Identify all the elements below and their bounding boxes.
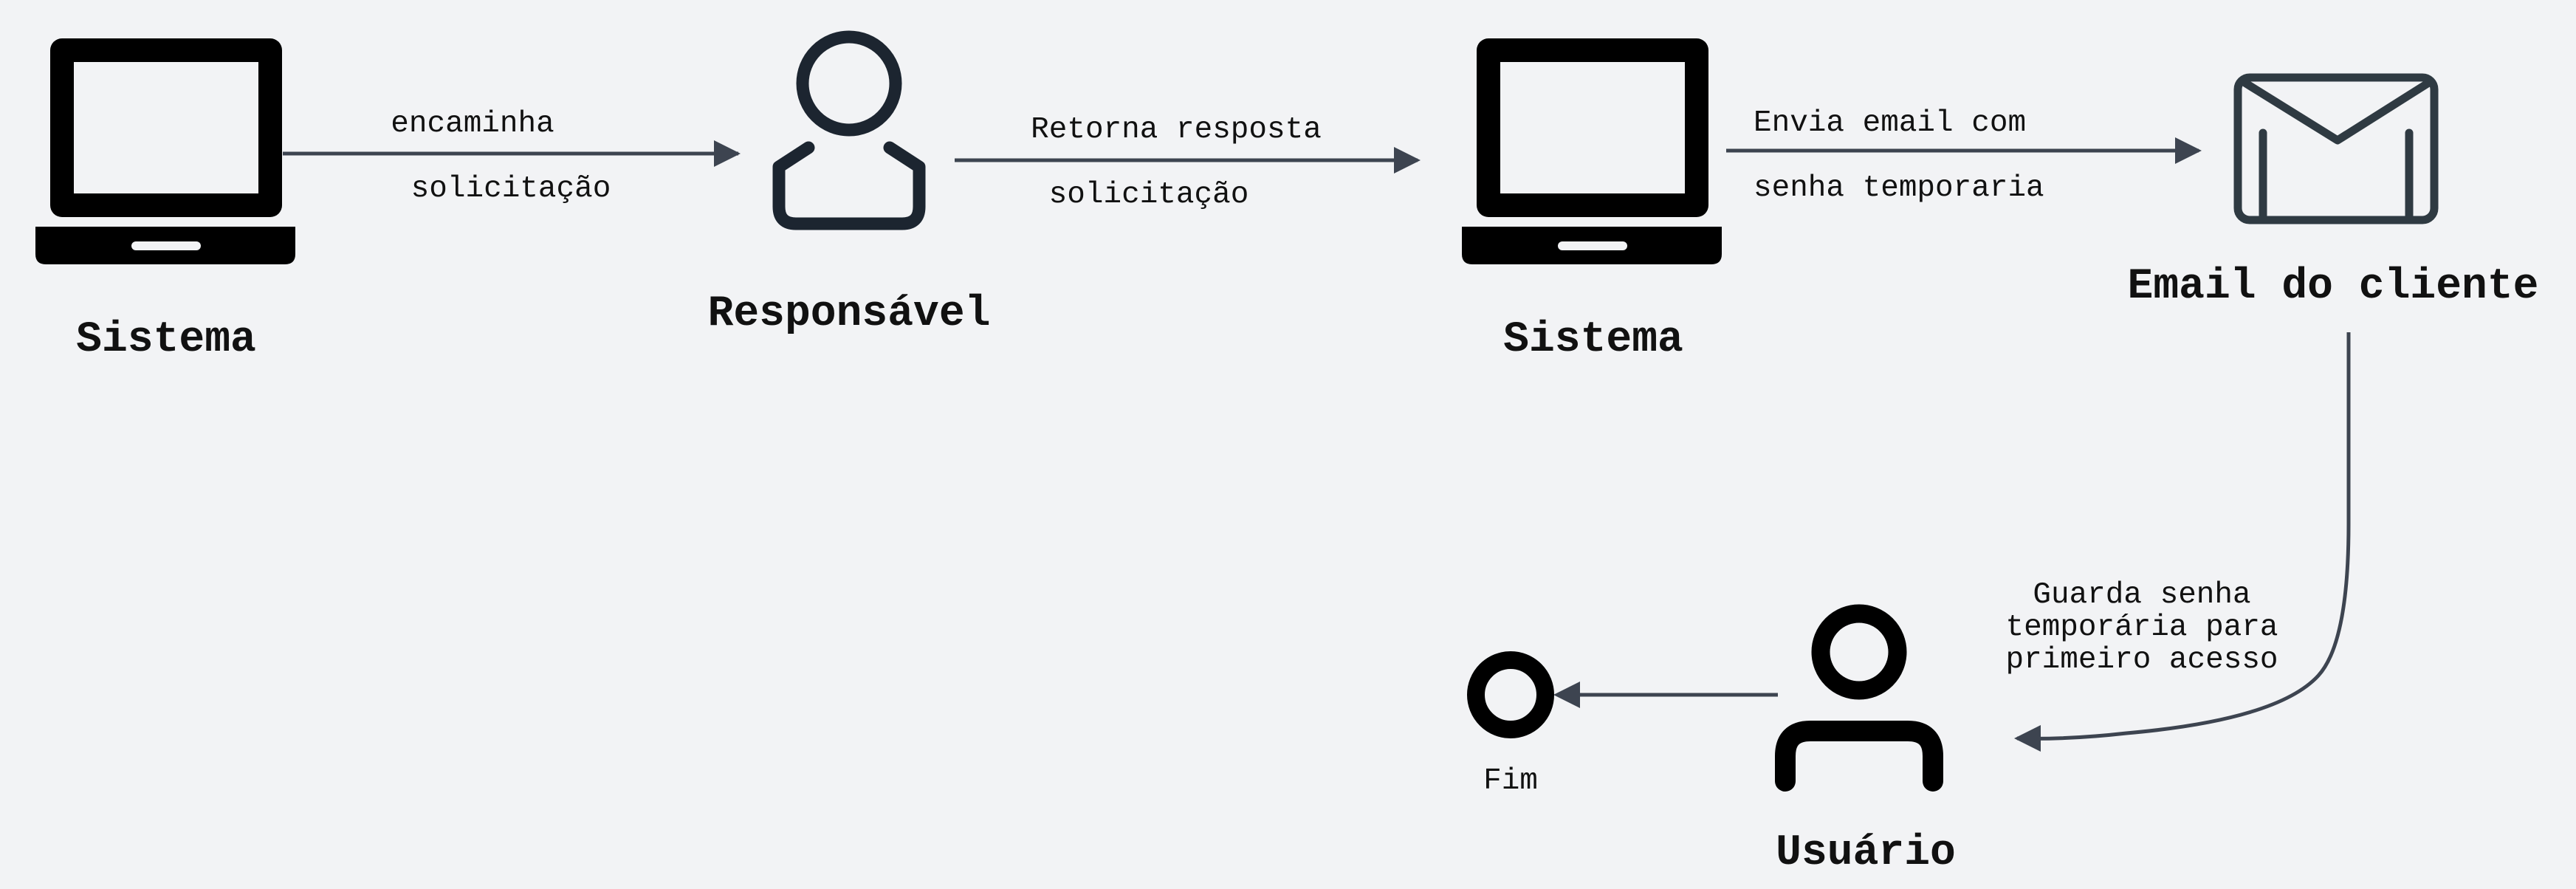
end-circle-icon xyxy=(1467,651,1554,738)
edge-label-encaminha: encaminha xyxy=(391,107,554,141)
edge-label-guarda-senha: Guarda senha xyxy=(2033,578,2250,612)
user-icon xyxy=(1775,604,1943,792)
user-outline-icon xyxy=(772,30,926,230)
node-label-sistema-2: Sistema xyxy=(1503,316,1683,364)
edge-label-solicitacao-2: solicitação xyxy=(1049,178,1249,212)
laptop-icon xyxy=(1462,38,1722,264)
arrowhead-icon xyxy=(714,140,741,167)
arrowhead-icon xyxy=(1553,682,1580,708)
node-label-responsavel: Responsável xyxy=(708,290,991,338)
laptop-icon xyxy=(35,38,295,264)
node-label-sistema-1: Sistema xyxy=(76,316,256,364)
edge-label-senha-temporaria: senha temporaria xyxy=(1754,171,2044,205)
arrow-email-to-usuario xyxy=(2016,332,2351,741)
edge-label-primeiro-acesso: primeiro acesso xyxy=(2005,643,2278,677)
arrowhead-icon xyxy=(2175,137,2202,164)
node-label-fim: Fim xyxy=(1483,764,1538,798)
node-label-email: Email do cliente xyxy=(2128,263,2539,311)
envelope-icon xyxy=(2233,73,2439,224)
node-label-usuario: Usuário xyxy=(1776,829,1956,877)
edge-label-temporaria-para: temporária para xyxy=(2005,611,2278,645)
arrowhead-icon xyxy=(1394,147,1421,174)
edge-label-solicitacao-1: solicitação xyxy=(411,172,611,206)
edge-label-retorna-resposta: Retorna resposta xyxy=(1031,113,1322,147)
arrowhead-icon xyxy=(2014,725,2041,752)
edge-label-envia-email: Envia email com xyxy=(1754,106,2026,140)
